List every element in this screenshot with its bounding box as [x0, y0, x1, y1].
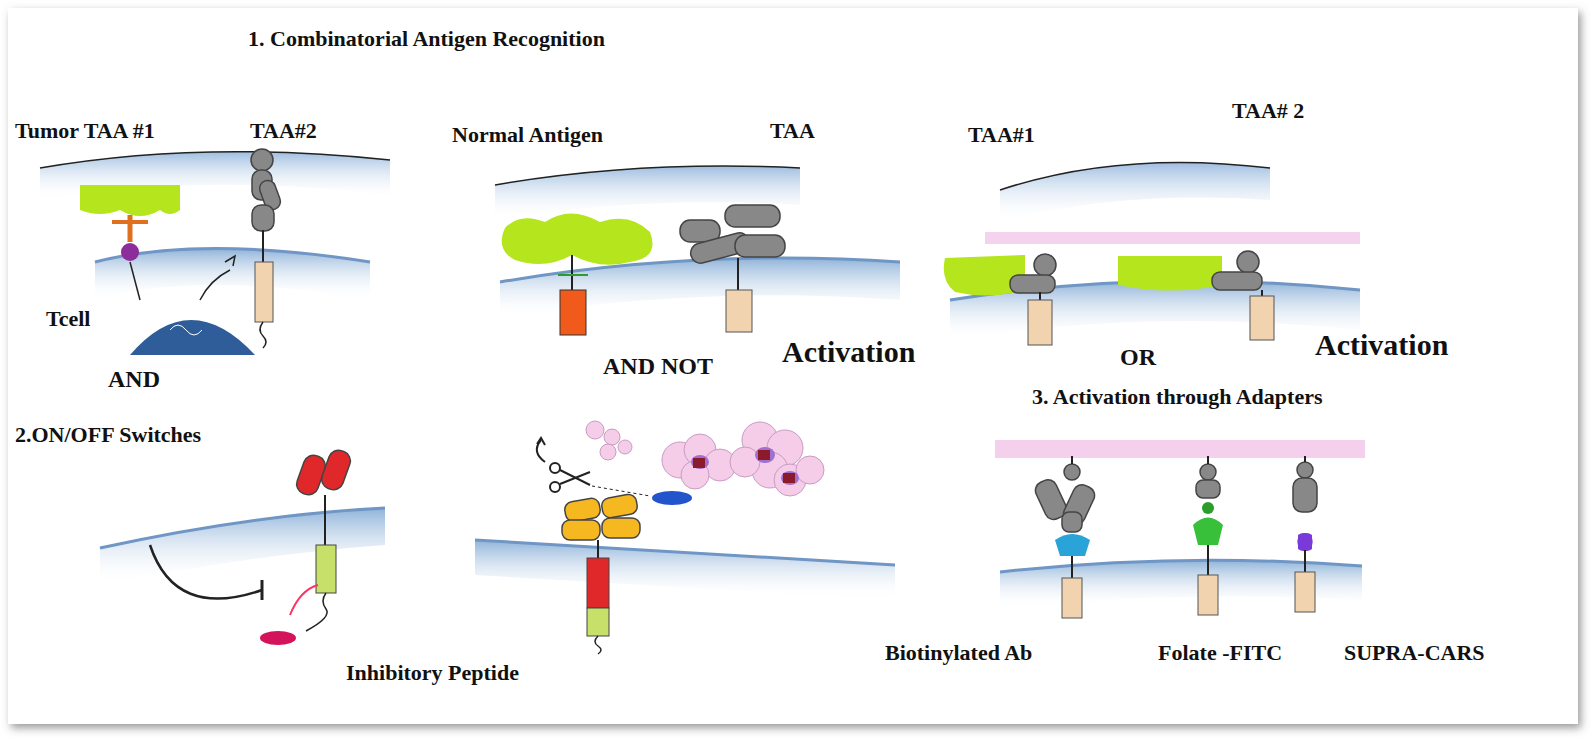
- logic-label: AND: [108, 366, 160, 394]
- section-heading: 2.ON/OFF Switches: [15, 422, 201, 447]
- logic-label: OR: [1120, 344, 1156, 372]
- component-label: Inhibitory Peptide: [346, 660, 519, 685]
- outcome-label: Activation: [782, 335, 915, 370]
- antigen-label: Tumor TAA #1: [15, 118, 155, 143]
- component-label: Biotinylated Ab: [885, 640, 1032, 665]
- antigen-label: Normal Antigen: [452, 122, 603, 147]
- antigen-label: TAA#2: [250, 118, 317, 143]
- component-label: SUPRA-CARS: [1344, 640, 1485, 665]
- cell-label: Tcell: [46, 306, 90, 331]
- antigen-label: TAA# 2: [1232, 98, 1304, 123]
- section-heading: 3. Activation through Adapters: [1032, 384, 1323, 409]
- section-heading: 1. Combinatorial Antigen Recognition: [248, 26, 605, 51]
- component-label: Folate -FITC: [1158, 640, 1282, 665]
- outcome-label: Activation: [1315, 328, 1448, 363]
- antigen-label: TAA#1: [968, 122, 1035, 147]
- logic-label: AND NOT: [603, 353, 713, 381]
- antigen-label: TAA: [770, 118, 815, 143]
